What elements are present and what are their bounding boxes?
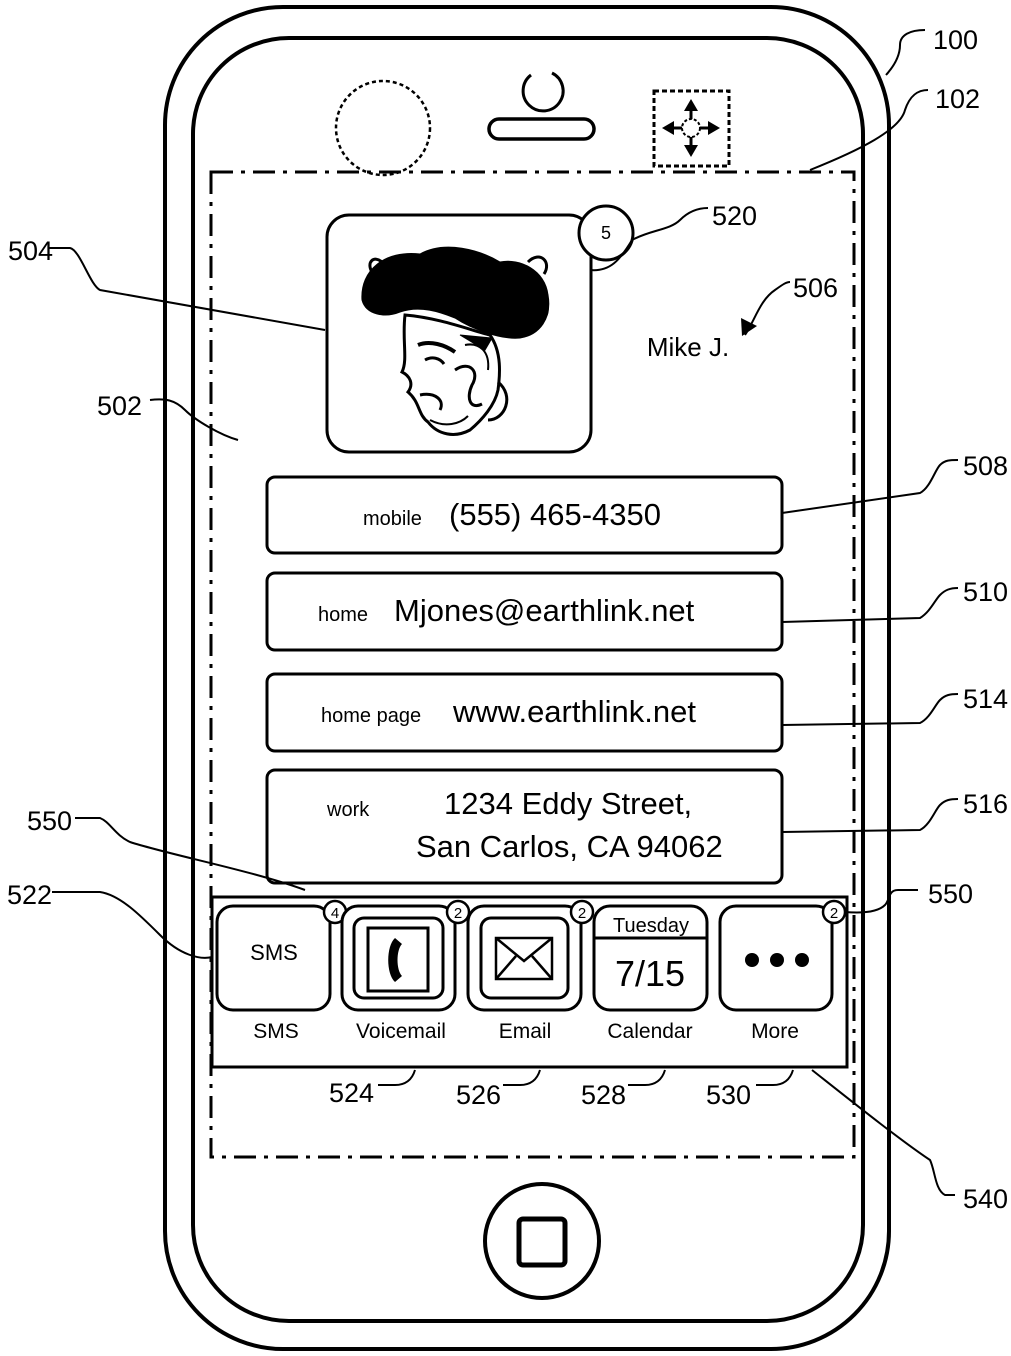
portrait-sketch — [361, 246, 550, 436]
dock-voicemail[interactable]: 2 Voicemail — [340, 899, 471, 1043]
home-button[interactable] — [483, 1182, 601, 1300]
home-page-field-value: www.earthlink.net — [452, 694, 696, 729]
ref-home-page-field: 514 — [963, 684, 1008, 714]
proximity-sensor-icon — [521, 71, 565, 113]
sms-label: SMS — [253, 1020, 299, 1043]
voicemail-label: Voicemail — [356, 1020, 446, 1043]
ref-name: 506 — [793, 273, 838, 303]
ref-home-field: 510 — [963, 577, 1008, 607]
home-square-icon — [516, 1216, 568, 1268]
more-badge: 2 — [830, 905, 838, 922]
work-field[interactable]: work 1234 Eddy Street, San Carlos, CA 94… — [265, 768, 784, 885]
ref-display: 102 — [935, 84, 980, 114]
more-label: More — [751, 1020, 799, 1043]
calendar-label: Calendar — [607, 1020, 692, 1043]
dock-email[interactable]: 2 Email — [466, 899, 595, 1043]
ref-voicemail-icon: 524 — [329, 1078, 374, 1108]
motion-sensor-icon — [652, 89, 731, 168]
ref-dock: 540 — [963, 1184, 1008, 1214]
home-field-value: Mjones@earthlink.net — [394, 593, 695, 628]
ref-sms-icon: 522 — [7, 880, 52, 910]
ref-photo: 504 — [8, 236, 53, 266]
envelope-icon — [494, 936, 554, 981]
sms-badge: 4 — [331, 905, 339, 922]
dock-calendar[interactable]: Tuesday 7/15 Calendar — [592, 904, 709, 1043]
ref-contact-screen: 502 — [97, 391, 142, 421]
home-page-field-label: home page — [321, 705, 421, 727]
mobile-field-value: (555) 465-4350 — [449, 497, 661, 532]
work-field-value-line1: 1234 Eddy Street, — [444, 786, 692, 821]
voicemail-badge: 2 — [454, 905, 462, 922]
ref-device: 100 — [933, 25, 978, 55]
ellipsis-icon — [745, 953, 809, 967]
contact-photo[interactable] — [325, 213, 593, 454]
mobile-field[interactable]: mobile (555) 465-4350 — [265, 475, 784, 555]
calendar-date: 7/15 — [615, 953, 685, 994]
ref-badge-right: 550 — [928, 879, 973, 909]
front-camera-icon — [334, 79, 432, 177]
ref-more-icon: 530 — [706, 1080, 751, 1110]
earpiece-speaker — [487, 117, 596, 141]
dock-sms[interactable]: SMS 4 SMS — [215, 899, 348, 1043]
phone-handset-icon — [388, 938, 402, 982]
home-field-label: home — [318, 604, 368, 626]
email-badge: 2 — [578, 905, 586, 922]
home-page-field[interactable]: home page www.earthlink.net — [265, 672, 784, 753]
reference-numerals: 100 102 504 502 520 506 508 510 514 516 … — [7, 25, 1008, 1214]
display-region — [209, 170, 856, 1159]
ref-mobile-field: 508 — [963, 451, 1008, 481]
dock-more[interactable]: 2 More — [718, 899, 847, 1043]
photo-badge-count: 5 — [601, 223, 611, 243]
ref-photo-badge: 520 — [712, 201, 757, 231]
ref-work-field: 516 — [963, 789, 1008, 819]
ref-email-icon: 526 — [456, 1080, 501, 1110]
contact-name: Mike J. — [647, 332, 729, 362]
leader-lines — [48, 29, 959, 1196]
ref-badge-left: 550 — [27, 806, 72, 836]
device-body — [163, 5, 891, 1351]
mobile-field-label: mobile — [363, 508, 422, 530]
work-field-value-line2: San Carlos, CA 94062 — [416, 829, 723, 864]
calendar-day: Tuesday — [613, 915, 689, 937]
home-field[interactable]: home Mjones@earthlink.net — [265, 571, 784, 652]
work-field-label: work — [326, 799, 370, 821]
ref-calendar-icon: 528 — [581, 1080, 626, 1110]
sms-icon: SMS — [250, 940, 298, 965]
name-arrow — [741, 318, 757, 336]
email-label: Email — [499, 1020, 552, 1043]
photo-badge: 5 — [577, 204, 635, 262]
